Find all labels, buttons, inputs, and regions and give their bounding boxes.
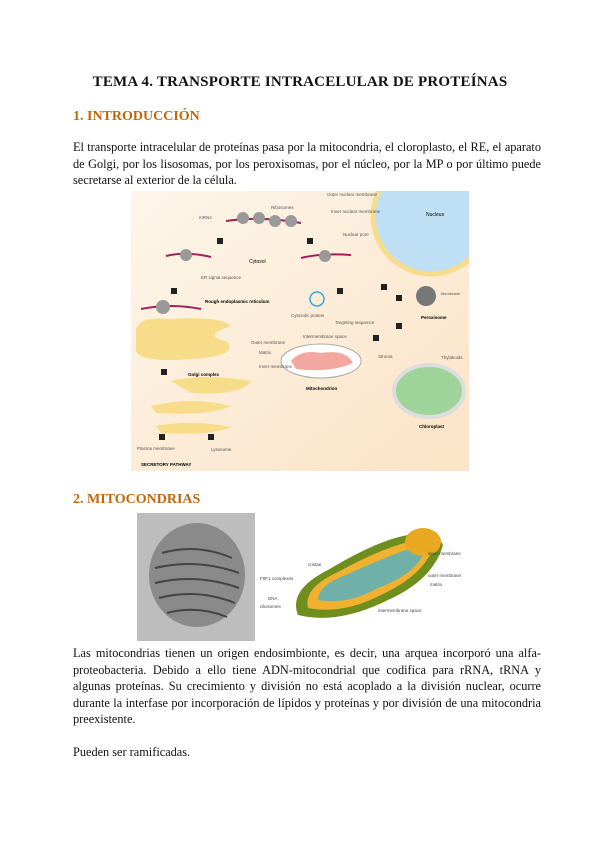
- label-outer-nuclear: Outer nuclear membrane: [327, 192, 378, 197]
- mitochondria-micrograph: [137, 513, 255, 641]
- label-cristae: cristae: [308, 562, 322, 567]
- label-stroma: Stroma: [378, 354, 393, 359]
- label-targeting: Targeting sequence: [335, 320, 375, 325]
- label-golgi: Golgi complex: [188, 372, 220, 377]
- label-ribosomes: Ribosomes: [271, 205, 294, 210]
- intro-paragraph: El transporte intracelular de proteínas …: [73, 140, 541, 188]
- label-ribosomes: ribosomes: [260, 604, 282, 609]
- label-chloroplast: Chloroplast: [419, 424, 445, 429]
- label-peroxisome: Peroxisome: [421, 315, 447, 320]
- label-mrna: mRNA: [199, 215, 212, 220]
- label-nuclear-pore: Nuclear pore: [343, 232, 369, 237]
- section-heading-introduccion: 1. INTRODUCCIÓN: [73, 109, 200, 124]
- label-inner-nuclear: Inner nuclear membrane: [331, 209, 381, 214]
- label-nucleus: Nucleus: [426, 212, 445, 218]
- mitochondria-text: Las mitocondrias tienen un origen endosi…: [73, 645, 541, 777]
- label-inner-membrane: inner membrane: [428, 551, 461, 556]
- protein-transport-diagram: Nucleus Outer nuclear membrane Inner nuc…: [131, 155, 492, 471]
- label-intermembrane: intermembrane space: [378, 608, 422, 613]
- label-dna: DNA: [268, 596, 278, 601]
- label-membrane: Membrane: [441, 291, 461, 296]
- label-mitochondrion: Mitochondrion: [306, 386, 337, 391]
- page-title: TEMA 4. TRANSPORTE INTRACELULAR DE PROTE…: [92, 74, 508, 90]
- section-heading-mitocondrias: 2. MITOCONDRIAS: [73, 492, 201, 507]
- label-thylakoids: Thylakoids: [441, 355, 463, 360]
- label-matrix: Matrix: [259, 350, 272, 355]
- label-matrix: matrix: [430, 582, 443, 587]
- label-inner-membrane: Inner membrane: [259, 364, 293, 369]
- label-outer-membrane: outer membrane: [428, 573, 462, 578]
- label-plasma-membrane: Plasma membrane: [137, 446, 175, 451]
- label-rough-er: Rough endoplasmic reticulum: [205, 299, 270, 304]
- mitochondrion-3d-diagram: cristae F0F1 complexes DNA ribosomes inn…: [258, 520, 475, 632]
- label-complexes: F0F1 complexes: [260, 576, 294, 581]
- label-cytosol: Cytosol: [249, 259, 266, 265]
- label-intermembrane: Intermembrane space: [303, 334, 347, 339]
- mitochondria-note: Pueden ser ramificadas.: [73, 744, 191, 759]
- label-cytosolic-protein: Cytosolic protein: [291, 313, 325, 318]
- label-er-signal: ER signal sequence: [201, 275, 242, 280]
- label-lysosome: Lysosome: [211, 447, 232, 452]
- label-secretory: SECRETORY PATHWAY: [141, 462, 191, 467]
- mitochondria-paragraph: Las mitocondrias tienen un origen endosi…: [73, 646, 541, 727]
- label-outer-membrane: Outer membrane: [251, 340, 286, 345]
